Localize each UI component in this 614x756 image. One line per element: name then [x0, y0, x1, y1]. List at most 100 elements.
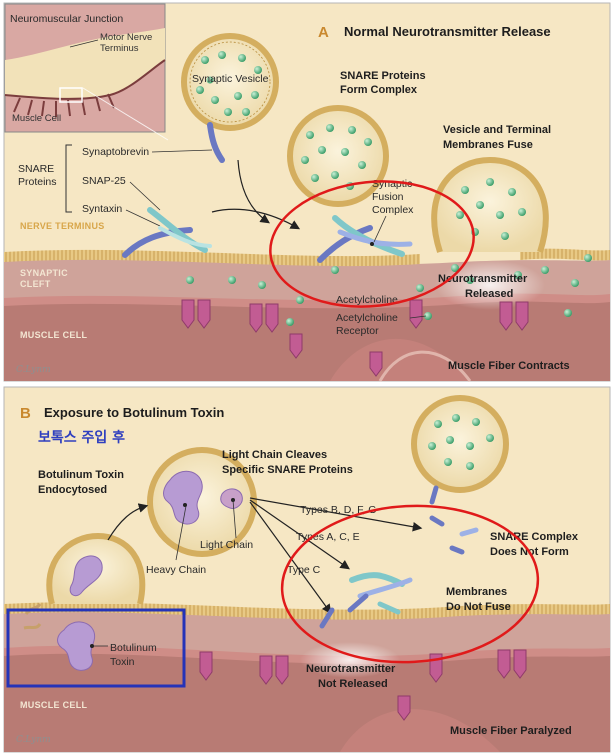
complex-strand-3 [337, 229, 413, 247]
snare-proteins-label-2: Proteins [18, 176, 57, 188]
inset-motor-nerve-label: Motor Nerve [100, 32, 152, 43]
panel-b-muscle-membrane [4, 645, 610, 665]
inset-motor-nerve [5, 28, 165, 99]
red-highlight-no-fusion [280, 504, 540, 664]
syntaxin-label: Syntaxin [82, 203, 122, 215]
inset-title: Neuromuscular Junction [10, 13, 123, 25]
panel-a: Neuromuscular Junction Motor Nerve Termi… [3, 2, 611, 382]
muscle-paralyzed-label: Muscle Fiber Paralyzed [450, 725, 572, 737]
vesicle-neurotransmitters [196, 51, 262, 116]
light-chain-label: Light Chain [200, 539, 253, 551]
inset-muscle-cell-label: Muscle Cell [12, 113, 61, 124]
vesicle-neurotransmitters [301, 124, 372, 190]
inset-zoom-box [59, 87, 83, 103]
synaptic-cleft-zone-label-2: CLEFT [20, 279, 51, 289]
ach-receptor [275, 655, 289, 685]
ach-receptor [397, 695, 411, 721]
synaptobrevin-leader [151, 149, 213, 153]
fusion-complex-leader [373, 215, 387, 243]
light-chain-leader [232, 499, 237, 539]
neurotransmitter-released-label-1: Neurotransmitter [438, 273, 528, 285]
arrow-snare-to-complex [211, 208, 301, 230]
unfused-vesicle [411, 395, 509, 505]
botulinum-toxin-molecule [23, 603, 96, 671]
muscle-cell-zone-label: MUSCLE CELL [20, 330, 87, 340]
synaptic-vesicle-label: Synaptic Vesicle [192, 73, 269, 85]
panel-b-terminal-membrane [4, 602, 610, 620]
panel-b-muscle-fold [340, 709, 500, 752]
botulinum-toxin-label-1: Botulinum [110, 642, 157, 654]
arrow-endocytosis [107, 503, 149, 541]
endocytosed-label-1: Botulinum Toxin [38, 469, 124, 481]
panel-b-glow [300, 642, 400, 678]
inset-neuromuscular-junction: Neuromuscular Junction Motor Nerve Termi… [4, 3, 169, 141]
snap25-shape-2 [158, 226, 212, 248]
inset-leader [69, 39, 99, 48]
types-ace-label: Types A, C, E [296, 531, 360, 543]
cleaves-label-2: Specific SNARE Proteins [222, 464, 353, 476]
ach-receptor [369, 351, 383, 377]
ach-receptor [289, 333, 303, 359]
fused-vesicle-membrane [431, 156, 549, 253]
botulinum-toxin-label-2: Toxin [110, 656, 135, 668]
snare-form-label-2: Form Complex [340, 84, 418, 96]
panel-a-title: Normal Neurotransmitter Release [344, 24, 551, 39]
korean-annotation: 보톡스 주입 후 [38, 430, 125, 446]
type-c-label: Type C [287, 564, 321, 576]
ach-receptor-label-2: Receptor [336, 325, 379, 337]
heavy-chain-label: Heavy Chain [146, 564, 206, 576]
panel-a-muscle-region [4, 295, 610, 381]
panel-a-letter: A [318, 24, 329, 41]
no-fuse-label-2: Do Not Fuse [446, 601, 511, 613]
snap25-shape [147, 207, 208, 253]
snap25-leader [129, 181, 161, 211]
muscle-contracts-label: Muscle Fiber Contracts [448, 360, 570, 372]
cleaves-label-1: Light Chain Cleaves [222, 449, 327, 461]
snare-proteins-separate [122, 207, 212, 258]
synaptic-cleft-zone-label-1: SYNAPTIC [20, 268, 68, 278]
panel-b-title: Exposure to Botulinum Toxin [44, 405, 224, 420]
panel-b-signature: C.Lynm [16, 735, 51, 745]
complex-strand-1 [317, 225, 373, 263]
ach-receptor [515, 301, 529, 331]
synaptic-fusion-complex [317, 215, 413, 263]
endocytic-vesicle-large [147, 447, 257, 557]
toxin-heavy-chain-shape [163, 470, 203, 525]
vesicle-membrane [411, 395, 509, 493]
muscle-fold-line [378, 350, 472, 382]
synaptobrevin-label: Synaptobrevin [82, 146, 149, 158]
cleaved-snare-fragments [319, 515, 479, 629]
ach-leader [409, 315, 427, 319]
snare-form-label-1: SNARE Proteins [340, 70, 426, 82]
ach-receptor [513, 649, 527, 679]
no-fuse-label-1: Membranes [446, 586, 507, 598]
ach-receptor [199, 651, 213, 681]
inset-zoom-line [82, 87, 169, 141]
inset-membrane-line [4, 59, 166, 100]
ach-receptors-b [199, 649, 527, 721]
not-released-label-1: Neurotransmitter [306, 663, 396, 675]
synaptic-vesicle-1: Synaptic Vesicle [181, 33, 279, 163]
ach-receptor [259, 655, 273, 685]
not-released-label-2: Not Released [318, 678, 388, 690]
ach-receptor [499, 301, 513, 331]
ach-receptor [197, 299, 211, 329]
synaptic-vesicle-2 [287, 105, 389, 207]
panel-a-terminal-membrane [4, 249, 420, 267]
syntaxin-shape [122, 227, 193, 258]
arrow-types-ace [249, 499, 350, 570]
ach-receptor [249, 303, 263, 333]
nerve-terminus-zone-label: NERVE TERMINUS [20, 221, 105, 231]
vesicle-neurotransmitters [428, 414, 494, 470]
arrow-types-bdfg [249, 497, 423, 532]
panel-b-letter: B [20, 405, 31, 422]
neurotransmitter-released-label-2: Released [465, 288, 513, 300]
cleaved-synaptobrevin [429, 485, 439, 505]
fusion-complex-label-3: Complex [372, 204, 414, 216]
toxin-light-chain-shape [220, 488, 243, 509]
panel-a-signature: C.Lynm [16, 365, 51, 375]
ach-receptors [181, 299, 529, 377]
membranes-fuse-label-1: Vesicle and Terminal [443, 124, 551, 136]
